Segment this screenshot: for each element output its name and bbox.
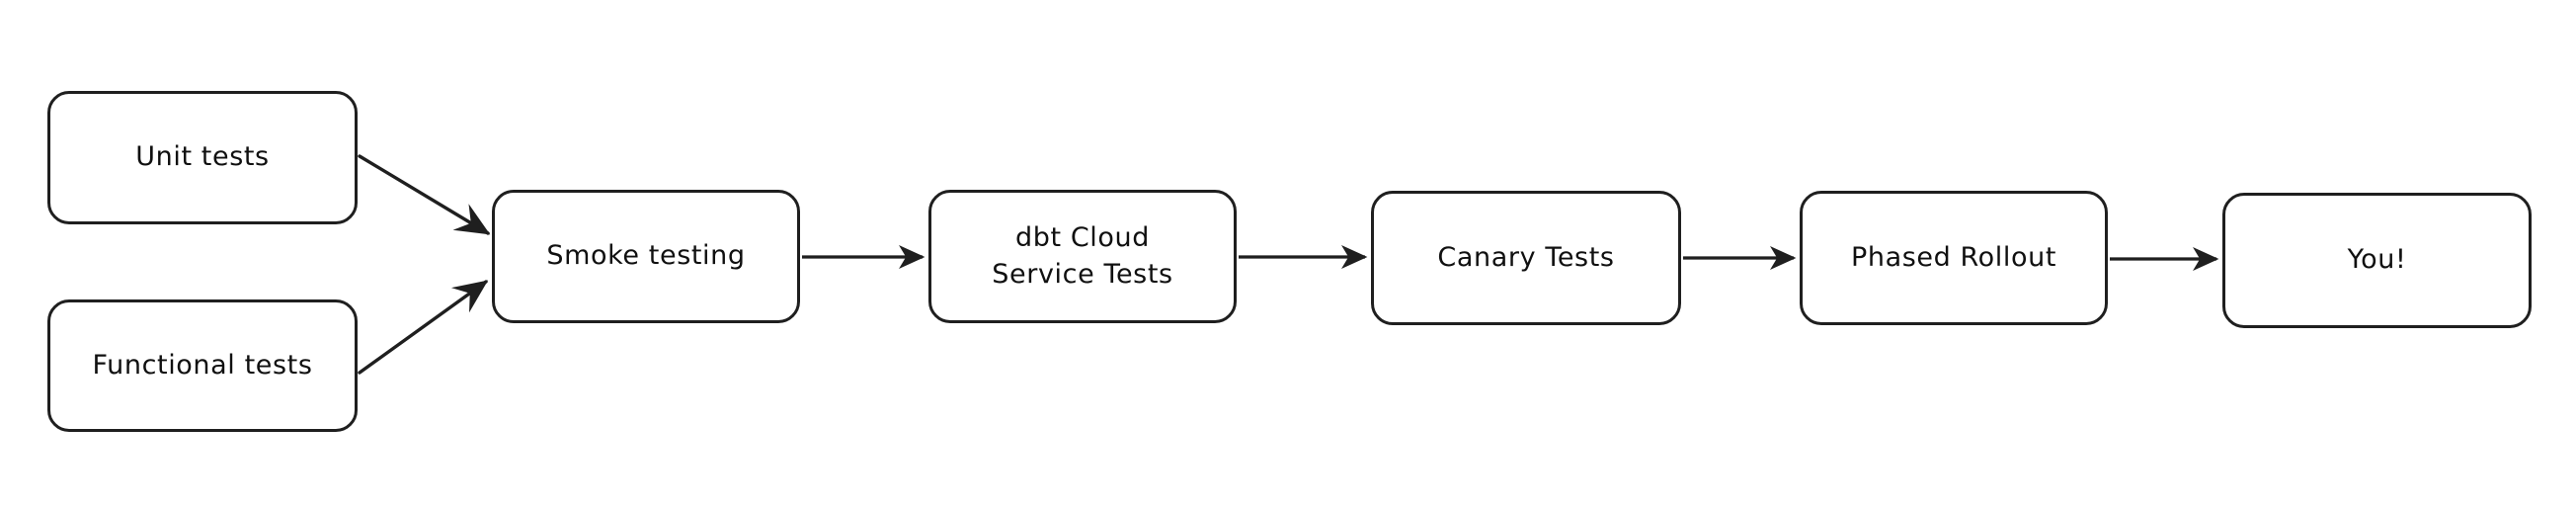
node-you-label: You!	[2347, 244, 2407, 276]
node-you[interactable]: You!	[2222, 193, 2532, 328]
node-smoke-testing-label: Smoke testing	[546, 240, 746, 272]
node-dbt-cloud-service-tests-label: dbt Cloud Service Tests	[992, 222, 1173, 290]
edge-functional-tests-to-smoke-testing	[358, 280, 489, 375]
node-phased-rollout-label: Phased Rollout	[1850, 241, 2057, 273]
node-dbt-cloud-service-tests[interactable]: dbt Cloud Service Tests	[928, 190, 1237, 323]
node-functional-tests-label: Functional tests	[92, 349, 313, 381]
node-unit-tests[interactable]: Unit tests	[47, 91, 358, 224]
node-canary-tests-label: Canary Tests	[1437, 241, 1615, 273]
node-unit-tests-label: Unit tests	[135, 141, 270, 173]
edge-unit-tests-to-smoke-testing	[358, 154, 491, 235]
node-phased-rollout[interactable]: Phased Rollout	[1800, 191, 2108, 325]
node-canary-tests[interactable]: Canary Tests	[1371, 191, 1681, 325]
node-smoke-testing[interactable]: Smoke testing	[492, 190, 800, 323]
node-functional-tests[interactable]: Functional tests	[47, 299, 358, 432]
